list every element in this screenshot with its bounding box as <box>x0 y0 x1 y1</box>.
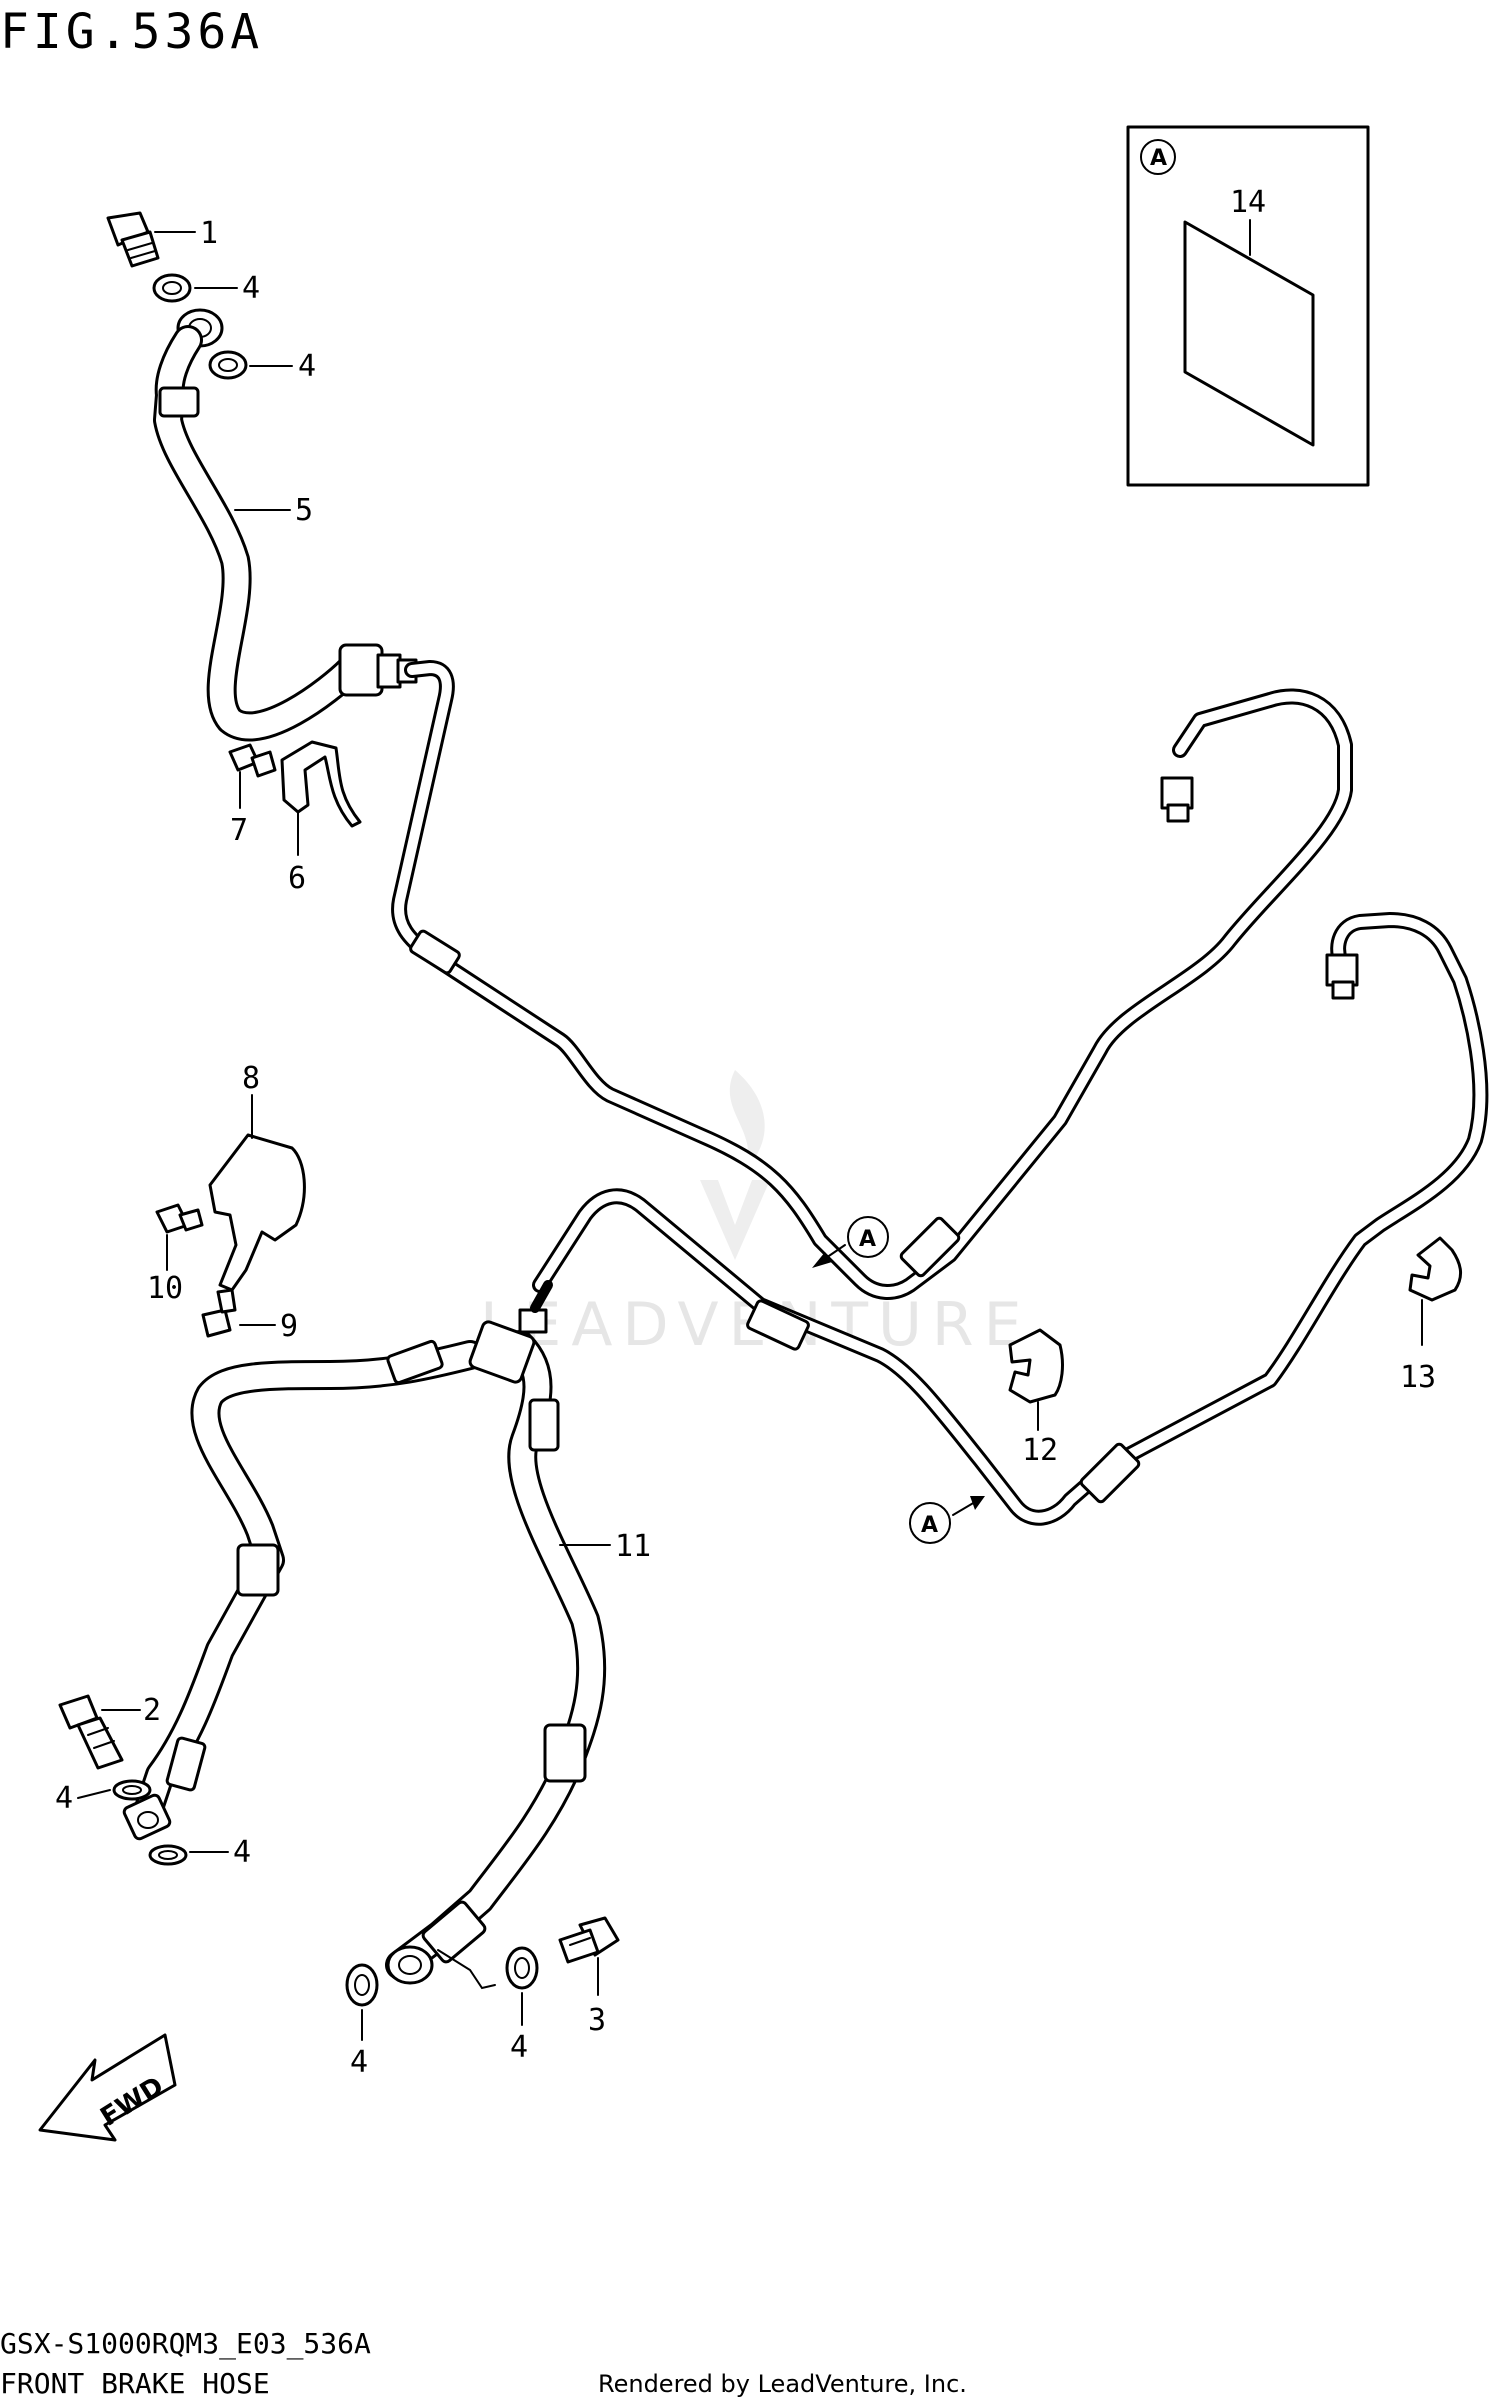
bolt-9 <box>201 1308 232 1338</box>
washer-upper-1 <box>152 273 192 303</box>
label-2: 2 <box>143 1693 161 1728</box>
label-5: 5 <box>295 493 313 528</box>
clamp-13: 13 <box>1400 1236 1463 1395</box>
callout-a-upper: A <box>812 1216 889 1268</box>
banjo-bolt-2-group: 2 4 4 <box>55 1693 251 1870</box>
upper-brake-hose: 1 4 4 5 <box>106 211 418 742</box>
lower-brake-hose: 11 <box>122 1280 651 1985</box>
label-6: 6 <box>288 861 306 896</box>
washer-lower-2 <box>505 1946 539 1990</box>
label-7: 7 <box>230 813 248 848</box>
hose-union-fitting <box>338 643 384 697</box>
banjo-bolt-3-group: 4 4 3 <box>345 1916 620 2080</box>
washer-upper-2 <box>208 350 248 380</box>
clamp-12: 12 <box>1008 1328 1064 1468</box>
figure-title: FIG.536A <box>0 4 263 60</box>
model-code: GSX-S1000RQM3_E03_536A <box>0 2327 371 2361</box>
label-4-d: 4 <box>233 1835 251 1870</box>
label-12: 12 <box>1022 1433 1058 1468</box>
label-4-e: 4 <box>350 2045 368 2080</box>
brake-pipe-lower <box>532 912 1489 1526</box>
label-14: 14 <box>1230 185 1266 220</box>
callout-a-upper-letter: A <box>859 1227 876 1252</box>
label-4-c: 4 <box>55 1781 73 1816</box>
label-10: 10 <box>147 1271 183 1306</box>
clamp-assembly-6-7: 7 6 <box>228 740 362 896</box>
washer-left-1 <box>112 1779 152 1801</box>
clamp-6 <box>280 740 362 828</box>
section-name: FRONT BRAKE HOSE <box>0 2367 270 2400</box>
inset-box: A 14 <box>1126 125 1370 487</box>
inset-callout-letter: A <box>1150 146 1167 171</box>
label-1: 1 <box>200 216 218 251</box>
brake-pipe-upper <box>391 660 1353 1300</box>
forward-direction-arrow: FWD <box>38 2033 177 2142</box>
callout-a-lower-letter: A <box>921 1513 938 1538</box>
banjo-fitting-left <box>122 1793 172 1841</box>
label-11: 11 <box>615 1529 651 1564</box>
label-13: 13 <box>1400 1360 1436 1395</box>
label-4-f: 4 <box>510 2030 528 2065</box>
label-4-a: 4 <box>242 271 260 306</box>
bracket-assembly-8-9-10: 8 10 9 <box>147 1061 306 1344</box>
render-credit: Rendered by LeadVenture, Inc. <box>598 2370 967 2398</box>
bracket-8 <box>208 1133 306 1292</box>
three-way-joint <box>468 1320 536 1384</box>
banjo-bolt-1 <box>106 211 160 268</box>
label-4-b: 4 <box>298 349 316 384</box>
washer-lower-1 <box>345 1963 379 2007</box>
label-8: 8 <box>242 1061 260 1096</box>
label-3: 3 <box>588 2003 606 2038</box>
washer-left-2 <box>148 1844 188 1866</box>
label-9: 9 <box>280 1309 298 1344</box>
banjo-fitting-lower <box>386 1945 434 1985</box>
sticker-sheet <box>1183 220 1315 447</box>
callout-a-lower: A <box>909 1496 985 1544</box>
